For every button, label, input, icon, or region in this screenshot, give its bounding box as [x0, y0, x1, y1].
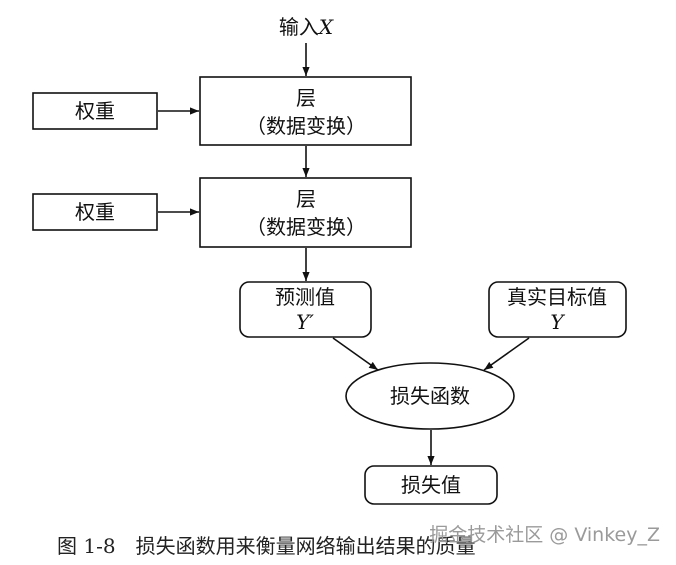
prediction-var: Y′ [296, 310, 314, 334]
watermark: 掘金技术社区 @ Vinkey_Z [429, 524, 660, 546]
arrow-target-to-loss [483, 337, 530, 371]
layer-1-title: 层 [296, 86, 316, 110]
input-label: 输入X [279, 15, 334, 39]
prediction-title: 预测值 [275, 285, 335, 309]
target-box [488, 281, 627, 338]
weights-2-label: 权重 [75, 200, 115, 224]
weights-1-label: 权重 [75, 99, 115, 123]
weights-2-box [32, 193, 158, 231]
figure-caption: 图 1-8 损失函数用来衡量网络输出结果的质量 [57, 534, 476, 558]
loss-value-label: 损失值 [401, 473, 461, 497]
layer-2-subtitle: （数据变换） [246, 215, 366, 239]
layer-2-title: 层 [296, 187, 316, 211]
loss-value-box [364, 465, 498, 505]
weights-1-box [32, 92, 158, 130]
layer-2-box [199, 177, 412, 248]
target-title: 真实目标值 [507, 285, 607, 309]
layer-1-subtitle: （数据变换） [246, 114, 366, 138]
target-var: Y [550, 310, 565, 334]
layer-1-box [199, 76, 412, 146]
loss-function-label: 损失函数 [390, 384, 470, 408]
loss-function-ellipse [345, 362, 515, 430]
prediction-box [239, 281, 372, 338]
arrow-prediction-to-loss [332, 337, 379, 371]
